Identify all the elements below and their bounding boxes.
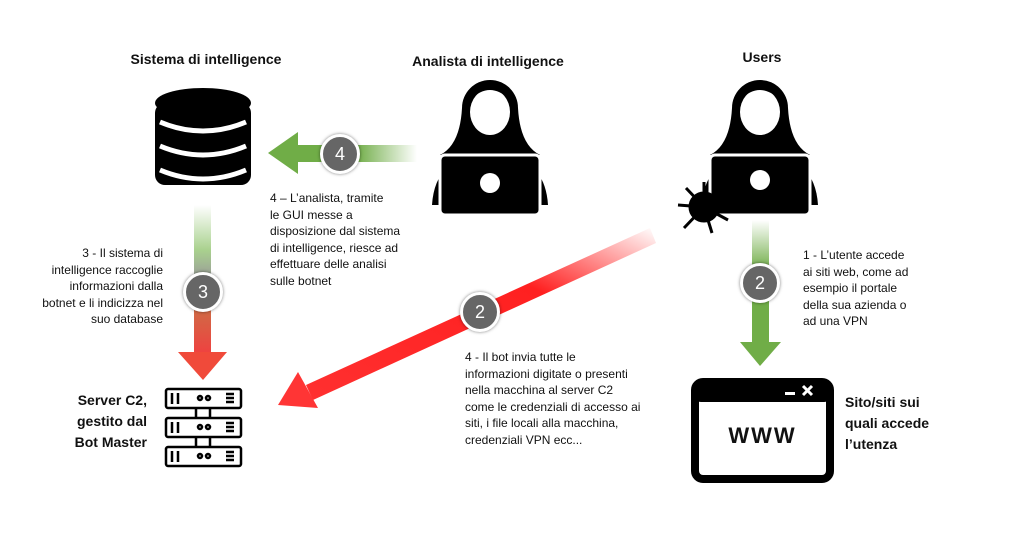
text-line: l’utenza [845, 436, 898, 452]
badge-step-analyst: 4 [320, 134, 360, 174]
text-line: sulle botnet [270, 273, 332, 288]
text-line: 3 - Il sistema di [82, 246, 163, 260]
browser-window-icon [691, 378, 834, 483]
badge-step-system: 3 [183, 272, 223, 312]
text-line: credenziali VPN ecc... [465, 432, 583, 447]
text-line: effettuare delle analisi [270, 257, 387, 271]
text-line: siti, i file locali alla macchina, [465, 416, 619, 430]
system-description: 3 - Il sistema di intelligence raccoglie i… [42, 245, 163, 328]
text-line: come le credenziali di accesso ai [465, 399, 641, 414]
text-line: della sua azienda o [803, 297, 907, 312]
text-line: informazioni dalla [69, 279, 163, 293]
title-users: Users [742, 49, 782, 65]
text-line: ad una VPN [803, 314, 868, 328]
text-line: esempio il portale [803, 281, 898, 295]
badge-step-bot: 2 [460, 292, 500, 332]
text-line: gestito dal [76, 413, 147, 429]
title-system: Sistema di intelligence [130, 51, 282, 67]
text-line: le GUI messe a [270, 207, 353, 222]
text-line: intelligence raccoglie [51, 262, 163, 277]
analyst-description: 4 – L’analista, tramite le GUI messe a dis… [270, 190, 400, 289]
text-line: nella macchina al server C2 [465, 383, 614, 397]
title-analyst: Analista di intelligence [412, 53, 564, 69]
server-rack-icon [164, 387, 243, 468]
text-line: Bot Master [74, 434, 147, 450]
bot-description: 4 - Il bot invia tutte le informazioni di… [465, 349, 640, 448]
text-line: di intelligence, riesce ad [270, 240, 399, 255]
text-line: informazioni digitate o presenti [465, 366, 628, 381]
site-label: Sito/siti sui quali accede l’utenza [845, 392, 929, 455]
text-line: Server C2, [77, 392, 147, 408]
text-line: 4 – L’analista, tramite [270, 191, 384, 205]
www-text: WWW [728, 423, 797, 448]
text-line: 4 - Il bot invia tutte le [465, 350, 576, 364]
virus-icon [677, 182, 729, 234]
text-line: ai siti web, come ad [803, 264, 909, 279]
badge-step-user: 2 [740, 263, 780, 303]
text-line: disposizione dal sistema [270, 224, 401, 238]
text-line: Sito/siti sui [845, 394, 920, 410]
analyst-person-icon [432, 80, 548, 217]
user-person-icon [702, 80, 818, 217]
text-line: 1 - L’utente accede [803, 248, 905, 262]
text-line: botnet e li indicizza nel [42, 295, 163, 310]
text-line: suo database [90, 312, 163, 326]
database-icon [155, 88, 251, 185]
user-description: 1 - L’utente accede ai siti web, come ad e… [803, 247, 908, 330]
text-line: quali accede [845, 415, 930, 431]
